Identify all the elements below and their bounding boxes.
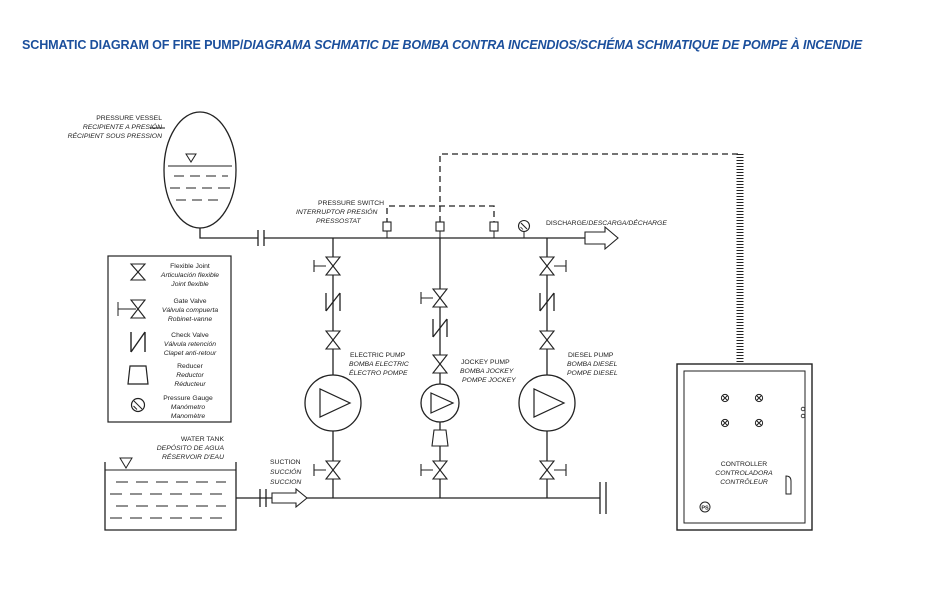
control-signal-line bbox=[439, 153, 740, 222]
legend-pressure-gauge-en: Pressure Gauge bbox=[163, 395, 213, 402]
legend-reducer-en: Reducer bbox=[177, 363, 203, 370]
controller-label-fr: CONTRÔLEUR bbox=[720, 477, 768, 486]
discharge-label-en: DISCHARGE/ bbox=[546, 220, 588, 227]
controller-handle-icon bbox=[785, 475, 792, 495]
gate-valve-icon bbox=[117, 299, 147, 319]
suction-label-fr: SUCCION bbox=[270, 479, 301, 486]
legend-flexible-joint-en: Flexible Joint bbox=[170, 263, 210, 270]
jockey-pump-label-es: BOMBA JOCKEY bbox=[460, 368, 514, 375]
suction-arrow-icon bbox=[271, 487, 308, 509]
legend-reducer-es: Reductor bbox=[176, 372, 204, 379]
flexible-joint-icon bbox=[129, 263, 147, 281]
legend-gate-valve-fr: Robinet-vanne bbox=[168, 316, 212, 323]
discharge-label: DISCHARGE/DESCARGA/DÉCHARGE bbox=[546, 218, 667, 227]
controller-ps-badge bbox=[699, 501, 711, 513]
legend-flexible-joint-fr: Joint flexible bbox=[170, 281, 209, 288]
controller-badge-text: PS bbox=[701, 506, 709, 512]
legend-reducer-icon bbox=[127, 365, 149, 385]
pressure-vessel-label-en: PRESSURE VESSEL bbox=[96, 115, 162, 122]
controller-label-es: CONTROLADORA bbox=[715, 470, 773, 477]
legend-box: Flexible Joint Articulación flexible Joi… bbox=[107, 255, 232, 423]
diesel-pump-label-es: BOMBA DIESEL bbox=[567, 361, 618, 368]
pressure-switch-label-fr: PRESSOSTAT bbox=[316, 218, 362, 225]
discharge-arrow-icon bbox=[584, 225, 619, 251]
pressure-switch-2 bbox=[435, 221, 445, 232]
title-english: SCHMATIC DIAGRAM OF FIRE PUMP/ bbox=[22, 38, 244, 52]
jockey-pump-label-fr: POMPE JOCKEY bbox=[462, 377, 516, 384]
legend-reducer-fr: Réducteur bbox=[174, 381, 206, 388]
electric-pump-label-en: ELECTRIC PUMP bbox=[350, 352, 406, 359]
check-valve-icon bbox=[130, 331, 146, 353]
suction-label-en: SUCTION bbox=[270, 459, 301, 466]
controller-cabinet: PS bbox=[676, 363, 813, 531]
electric-pump-branch bbox=[304, 238, 362, 480]
water-tank-label-fr: RÉSERVOIR D'EAU bbox=[162, 452, 224, 461]
controller-label-en: CONTROLLER bbox=[721, 461, 768, 468]
pressure-switch-label-en: PRESSURE SWITCH bbox=[318, 200, 384, 207]
legend-check-valve-es: Válvula retención bbox=[164, 341, 216, 348]
legend-pressure-gauge-fr: Manomètre bbox=[171, 413, 206, 420]
jockey-pump-branch bbox=[420, 238, 460, 480]
discharge-label-rest: DESCARGA/DÉCHARGE bbox=[588, 218, 667, 227]
legend-pressure-gauge-icon bbox=[130, 397, 146, 413]
pressure-vessel-label-fr: RÉCIPIENT SOUS PRESSION bbox=[68, 131, 163, 140]
pressure-gauge-icon bbox=[517, 219, 531, 233]
diesel-pump-label-fr: POMPE DIESEL bbox=[567, 370, 618, 377]
legend-gate-valve-es: Válvula compuerta bbox=[162, 307, 219, 314]
diagram-title: SCHMATIC DIAGRAM OF FIRE PUMP/DIAGRAMA S… bbox=[22, 38, 862, 52]
reducer-icon bbox=[431, 429, 449, 447]
pressure-switch-1 bbox=[382, 221, 392, 232]
electric-pump-label-fr: ÉLECTRO POMPE bbox=[349, 368, 408, 377]
diesel-pump-branch bbox=[518, 238, 576, 480]
electric-pump-label-es: BOMBA ELECTRIC bbox=[349, 361, 409, 368]
diesel-pump-label-en: DIESEL PUMP bbox=[568, 352, 614, 359]
legend-gate-valve-en: Gate Valve bbox=[173, 298, 206, 305]
suction-header bbox=[238, 479, 607, 514]
legend-pressure-gauge-es: Manómetro bbox=[171, 404, 206, 411]
legend-check-valve-en: Check Valve bbox=[171, 332, 209, 339]
water-tank-label-en: WATER TANK bbox=[181, 436, 225, 443]
title-translations: DIAGRAMA SCHMATIC DE BOMBA CONTRA INCEND… bbox=[243, 38, 862, 52]
pressure-vessel-label-es: RECIPIENTE A PRESIÓN bbox=[83, 122, 162, 131]
pressure-vessel bbox=[150, 111, 258, 239]
legend-flexible-joint-es: Articulación flexible bbox=[160, 272, 219, 279]
water-tank bbox=[104, 457, 238, 531]
water-tank-label-es: DEPÓSITO DE AGUA bbox=[157, 443, 225, 452]
pressure-switch-label-es: INTERRUPTOR PRESIÓN bbox=[296, 207, 378, 216]
jockey-pump-label-en: JOCKEY PUMP bbox=[461, 359, 510, 366]
suction-label-es: SUCCIÓN bbox=[270, 467, 301, 476]
legend-check-valve-fr: Clapet anti-retour bbox=[164, 350, 217, 357]
pressure-switch-3 bbox=[489, 221, 499, 232]
